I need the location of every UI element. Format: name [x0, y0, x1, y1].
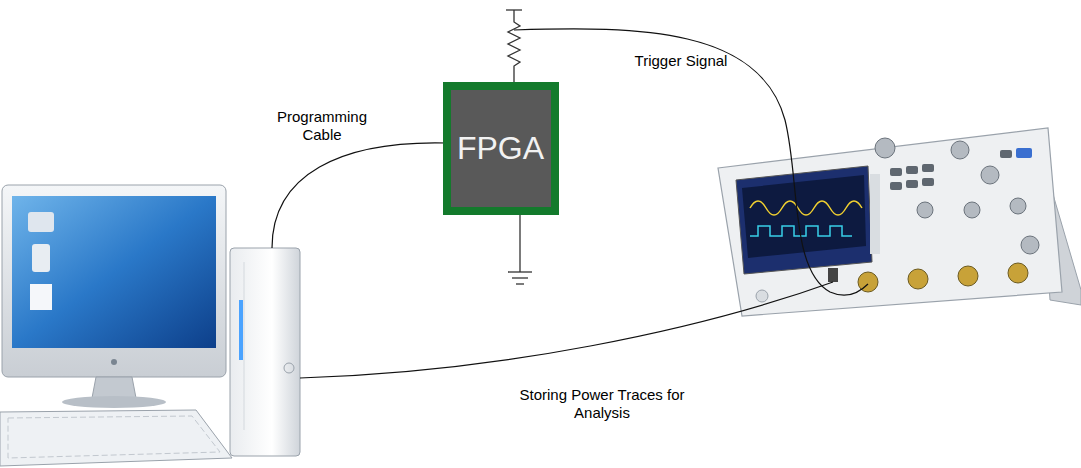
- desktop-icon: [30, 284, 52, 310]
- cable-label: Storing Power Traces for Analysis: [512, 386, 692, 422]
- trigger-wire: [514, 29, 868, 295]
- scope-knobs: [875, 138, 1039, 254]
- resistor-symbol: [506, 10, 522, 82]
- monitor-stand: [92, 377, 136, 398]
- button: [890, 182, 902, 190]
- power-button: [284, 363, 294, 373]
- button: [906, 166, 918, 174]
- bnc-connector: [958, 266, 978, 286]
- tower-light: [239, 300, 243, 360]
- button: [906, 180, 918, 188]
- knob: [1010, 198, 1026, 214]
- programming-cable: [272, 143, 448, 248]
- scope-body: [718, 128, 1062, 316]
- knob: [964, 202, 980, 218]
- button: [1016, 148, 1032, 158]
- button: [890, 168, 902, 176]
- scope-screen: [736, 166, 872, 274]
- ground-symbol: [508, 215, 532, 284]
- wires: [272, 29, 868, 378]
- desktop-icon: [32, 244, 50, 272]
- knob: [1021, 236, 1039, 254]
- button: [1000, 150, 1012, 158]
- ground-bar: [516, 283, 524, 284]
- knob: [981, 166, 999, 184]
- keyboard-keys: [8, 416, 220, 458]
- data-cable: [300, 282, 833, 378]
- resistor-zigzag: [508, 10, 520, 82]
- knob: [917, 202, 933, 218]
- scope-display: [742, 175, 866, 258]
- oscilloscope-illustration: [718, 128, 1081, 316]
- bnc-connector: [858, 272, 878, 292]
- keyboard: [0, 410, 232, 466]
- bnc-connector: [908, 269, 928, 289]
- soft-keys: [870, 174, 880, 254]
- fpga-chip: FPGA: [443, 82, 559, 215]
- button: [922, 164, 934, 172]
- tower-edge: [244, 262, 245, 430]
- monitor-base: [62, 396, 166, 408]
- desktop-icon: [28, 212, 54, 232]
- chip-label: FPGA: [457, 130, 544, 167]
- power-led: [111, 359, 117, 365]
- bnc-connector: [1008, 263, 1028, 283]
- ground-wire: [519, 215, 520, 272]
- ground-bar: [508, 271, 532, 272]
- ground-bar: [512, 277, 528, 278]
- button: [922, 178, 934, 186]
- monitor-frame: [2, 185, 226, 377]
- monitor-screen: [12, 196, 216, 348]
- waveform: [750, 201, 862, 215]
- cable-label: Programming Cable: [270, 108, 374, 144]
- knob: [951, 141, 969, 159]
- knob: [875, 138, 895, 158]
- signal-label: Trigger Signal: [626, 52, 736, 70]
- usb-port: [828, 268, 838, 282]
- computer-tower: [230, 248, 300, 456]
- bnc-connectors: [858, 263, 1028, 292]
- power-switch: [756, 290, 768, 302]
- computer-illustration: [0, 185, 300, 466]
